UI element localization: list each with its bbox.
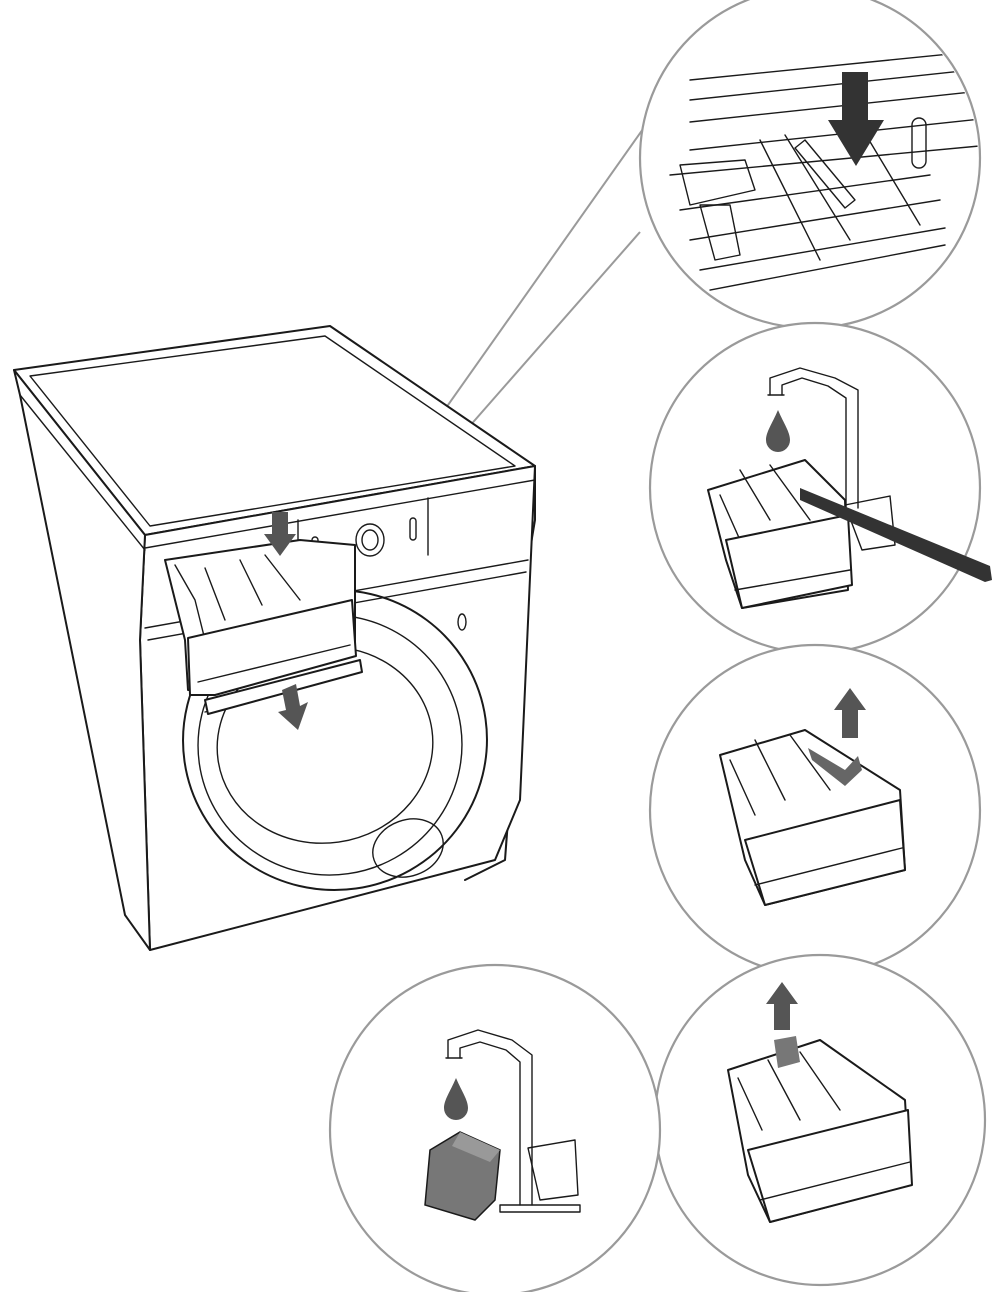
remove-cap-arrow-icon <box>766 982 798 1030</box>
step-4-bubble <box>653 953 987 1287</box>
brush-icon <box>800 488 992 582</box>
press-down-arrow-icon <box>828 72 884 166</box>
step-5-bubble <box>328 963 662 1292</box>
step-2-bubble <box>648 321 992 655</box>
pull-arrow-icon <box>278 684 308 730</box>
water-drop-icon <box>766 410 790 452</box>
lift-arrow-icon <box>834 688 866 738</box>
water-drop-icon-2 <box>444 1078 468 1120</box>
step-3-bubble <box>648 643 982 977</box>
step-1-bubble <box>638 0 982 330</box>
press-arrow-icon <box>264 512 296 556</box>
washing-machine <box>13 325 536 951</box>
